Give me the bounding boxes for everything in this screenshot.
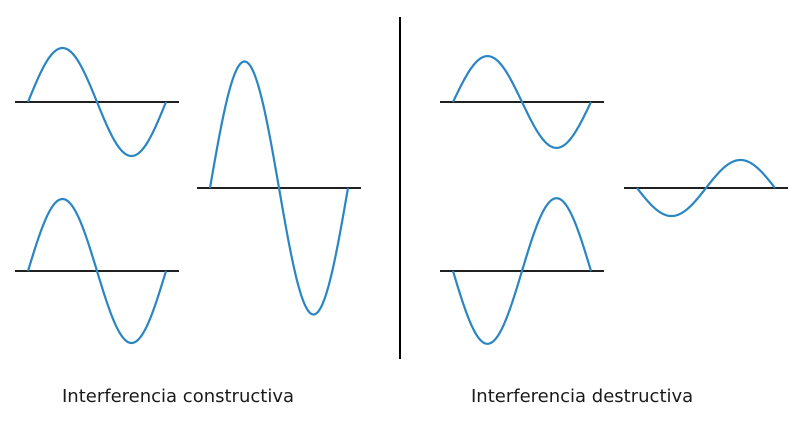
destructive-wave-b — [440, 197, 604, 345]
destructive-caption: Interferencia destructiva — [471, 386, 694, 407]
constructive-wave-b — [15, 197, 179, 345]
destructive-wave-a-curve — [452, 54, 592, 150]
destructive-wave-a — [440, 54, 604, 150]
destructive-result-curve — [636, 158, 776, 218]
constructive-wave-a-curve — [26, 46, 168, 158]
constructive-result-curve — [208, 60, 350, 316]
constructive-wave-b-curve — [26, 197, 168, 345]
constructive-wave-a — [15, 46, 179, 158]
constructive-result-wave — [197, 60, 361, 316]
destructive-result-wave — [624, 158, 788, 218]
constructive-caption: Interferencia constructiva — [62, 386, 294, 407]
destructive-wave-b-curve — [451, 197, 593, 345]
